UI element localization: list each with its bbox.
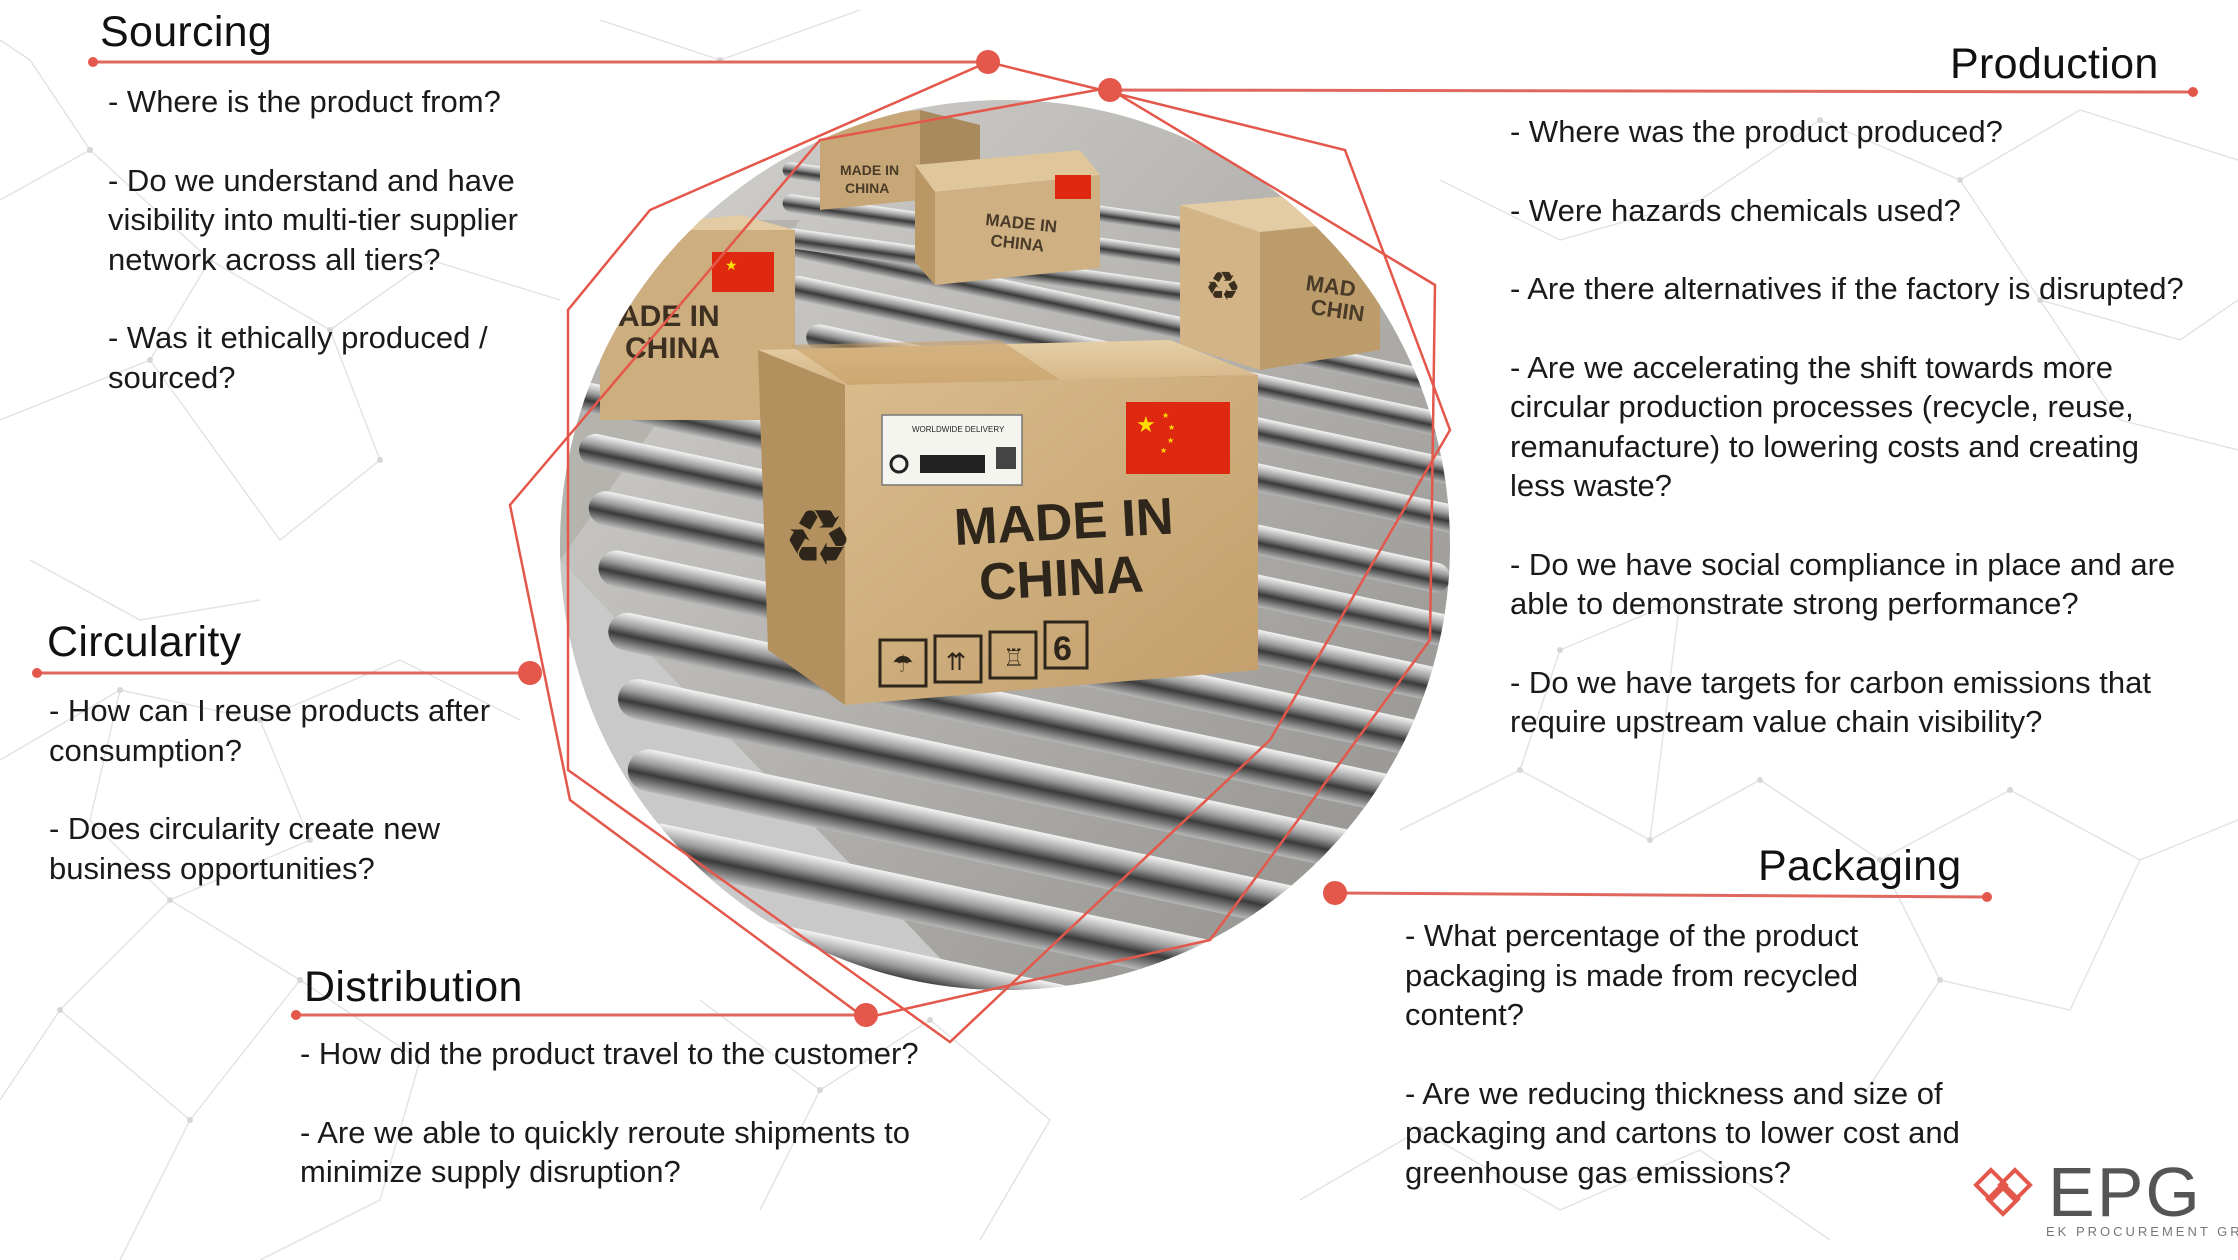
- dot-packaging: [1323, 881, 1347, 905]
- sourcing-question: - Where is the product from?: [108, 84, 501, 119]
- svg-text:★: ★: [1160, 446, 1167, 455]
- distribution-questions: - How did the product travel to the cust…: [300, 1034, 940, 1192]
- circularity-heading: Circularity: [47, 618, 242, 666]
- production-heading: Production: [1950, 40, 2159, 88]
- svg-text:♻: ♻: [783, 494, 853, 584]
- right-box: MAD CHIN ♻: [1180, 195, 1380, 370]
- distribution-question: - Are we able to quickly reroute shipmen…: [300, 1114, 910, 1190]
- end-dot-production: [2188, 87, 2198, 97]
- connector-dots: [32, 50, 2198, 1027]
- svg-text:★: ★: [1168, 423, 1175, 432]
- end-dot-circularity: [32, 668, 42, 678]
- epg-logo-wordmark: EPG: [2048, 1153, 2202, 1231]
- distribution-question: - How did the product travel to the cust…: [300, 1036, 919, 1071]
- svg-text:☂: ☂: [892, 650, 914, 678]
- epg-logo-mark-icon: [1973, 1167, 2033, 1217]
- production-question: - Do we have targets for carbon emission…: [1510, 664, 2151, 740]
- circularity-question: - Does circularity create new business o…: [49, 811, 441, 886]
- svg-text:★: ★: [725, 258, 738, 274]
- connector-packaging: [1334, 891, 1988, 899]
- end-dot-distribution: [291, 1010, 301, 1020]
- circularity-questions: - How can I reuse products after consump…: [49, 691, 539, 888]
- sourcing-question: - Do we understand and have visibility i…: [108, 162, 519, 277]
- back-left-box: ★ ADE IN CHINA: [600, 215, 795, 420]
- dot-sourcing: [976, 50, 1000, 74]
- svg-text:WORLDWIDE DELIVERY: WORLDWIDE DELIVERY: [912, 425, 1005, 434]
- svg-text:★: ★: [1162, 411, 1169, 420]
- packaging-questions: - What percentage of the product packagi…: [1405, 916, 1975, 1192]
- svg-text:⇈: ⇈: [946, 648, 966, 676]
- production-question: - Were hazards chemicals used?: [1510, 192, 1961, 228]
- packaging-question: - Are we reducing thickness and size of …: [1405, 1075, 1960, 1190]
- end-dot-sourcing: [88, 57, 98, 67]
- svg-text:CHINA: CHINA: [978, 545, 1145, 612]
- sourcing-questions: - Where is the product from? - Do we und…: [108, 82, 578, 397]
- svg-text:MADE IN: MADE IN: [953, 488, 1175, 557]
- svg-text:CHINA: CHINA: [625, 332, 720, 365]
- packaging-question: - What percentage of the product packagi…: [1405, 918, 1859, 1032]
- distribution-heading: Distribution: [304, 963, 523, 1011]
- production-question: - Where was the product produced?: [1510, 114, 2003, 149]
- circularity-question: - How can I reuse products after consump…: [49, 693, 491, 768]
- epg-logo-subtitle: EK PROCUREMENT GROUP: [2046, 1224, 2238, 1239]
- packaging-heading: Packaging: [1758, 842, 1962, 890]
- epg-logo: EPG EK PROCUREMENT GROUP: [1970, 1153, 2238, 1239]
- connector-production: [1107, 88, 2194, 94]
- production-question: - Are there alternatives if the factory …: [1510, 271, 2184, 306]
- svg-text:6: 6: [1053, 630, 1072, 668]
- svg-text:♖: ♖: [1003, 644, 1025, 672]
- dot-distribution: [854, 1003, 878, 1027]
- photo-conveyor: MADE IN CHINA MADE IN CHINA MAD CHIN ♻: [560, 100, 1450, 990]
- svg-text:CHINA: CHINA: [845, 180, 889, 196]
- dot-production: [1098, 78, 1122, 102]
- end-dot-packaging: [1982, 892, 1992, 902]
- svg-text:MADE IN: MADE IN: [840, 162, 899, 178]
- svg-text:★: ★: [1136, 413, 1156, 438]
- svg-text:♻: ♻: [1205, 264, 1241, 310]
- sourcing-heading: Sourcing: [100, 8, 273, 56]
- svg-text:★: ★: [1167, 436, 1174, 445]
- dot-circularity: [518, 661, 542, 685]
- production-question: - Are we accelerating the shift towards …: [1510, 349, 2139, 504]
- production-question: - Do we have social compliance in place …: [1510, 546, 2176, 622]
- connectors: [37, 60, 2194, 1017]
- main-box: WORLDWIDE DELIVERY ★ ★ ★ ★ ★ MADE IN CHI…: [758, 340, 1258, 705]
- production-questions: - Where was the product produced? - Were…: [1510, 112, 2200, 742]
- mid-box: MADE IN CHINA: [915, 150, 1100, 285]
- sourcing-question: - Was it ethically produced / sourced?: [108, 320, 488, 395]
